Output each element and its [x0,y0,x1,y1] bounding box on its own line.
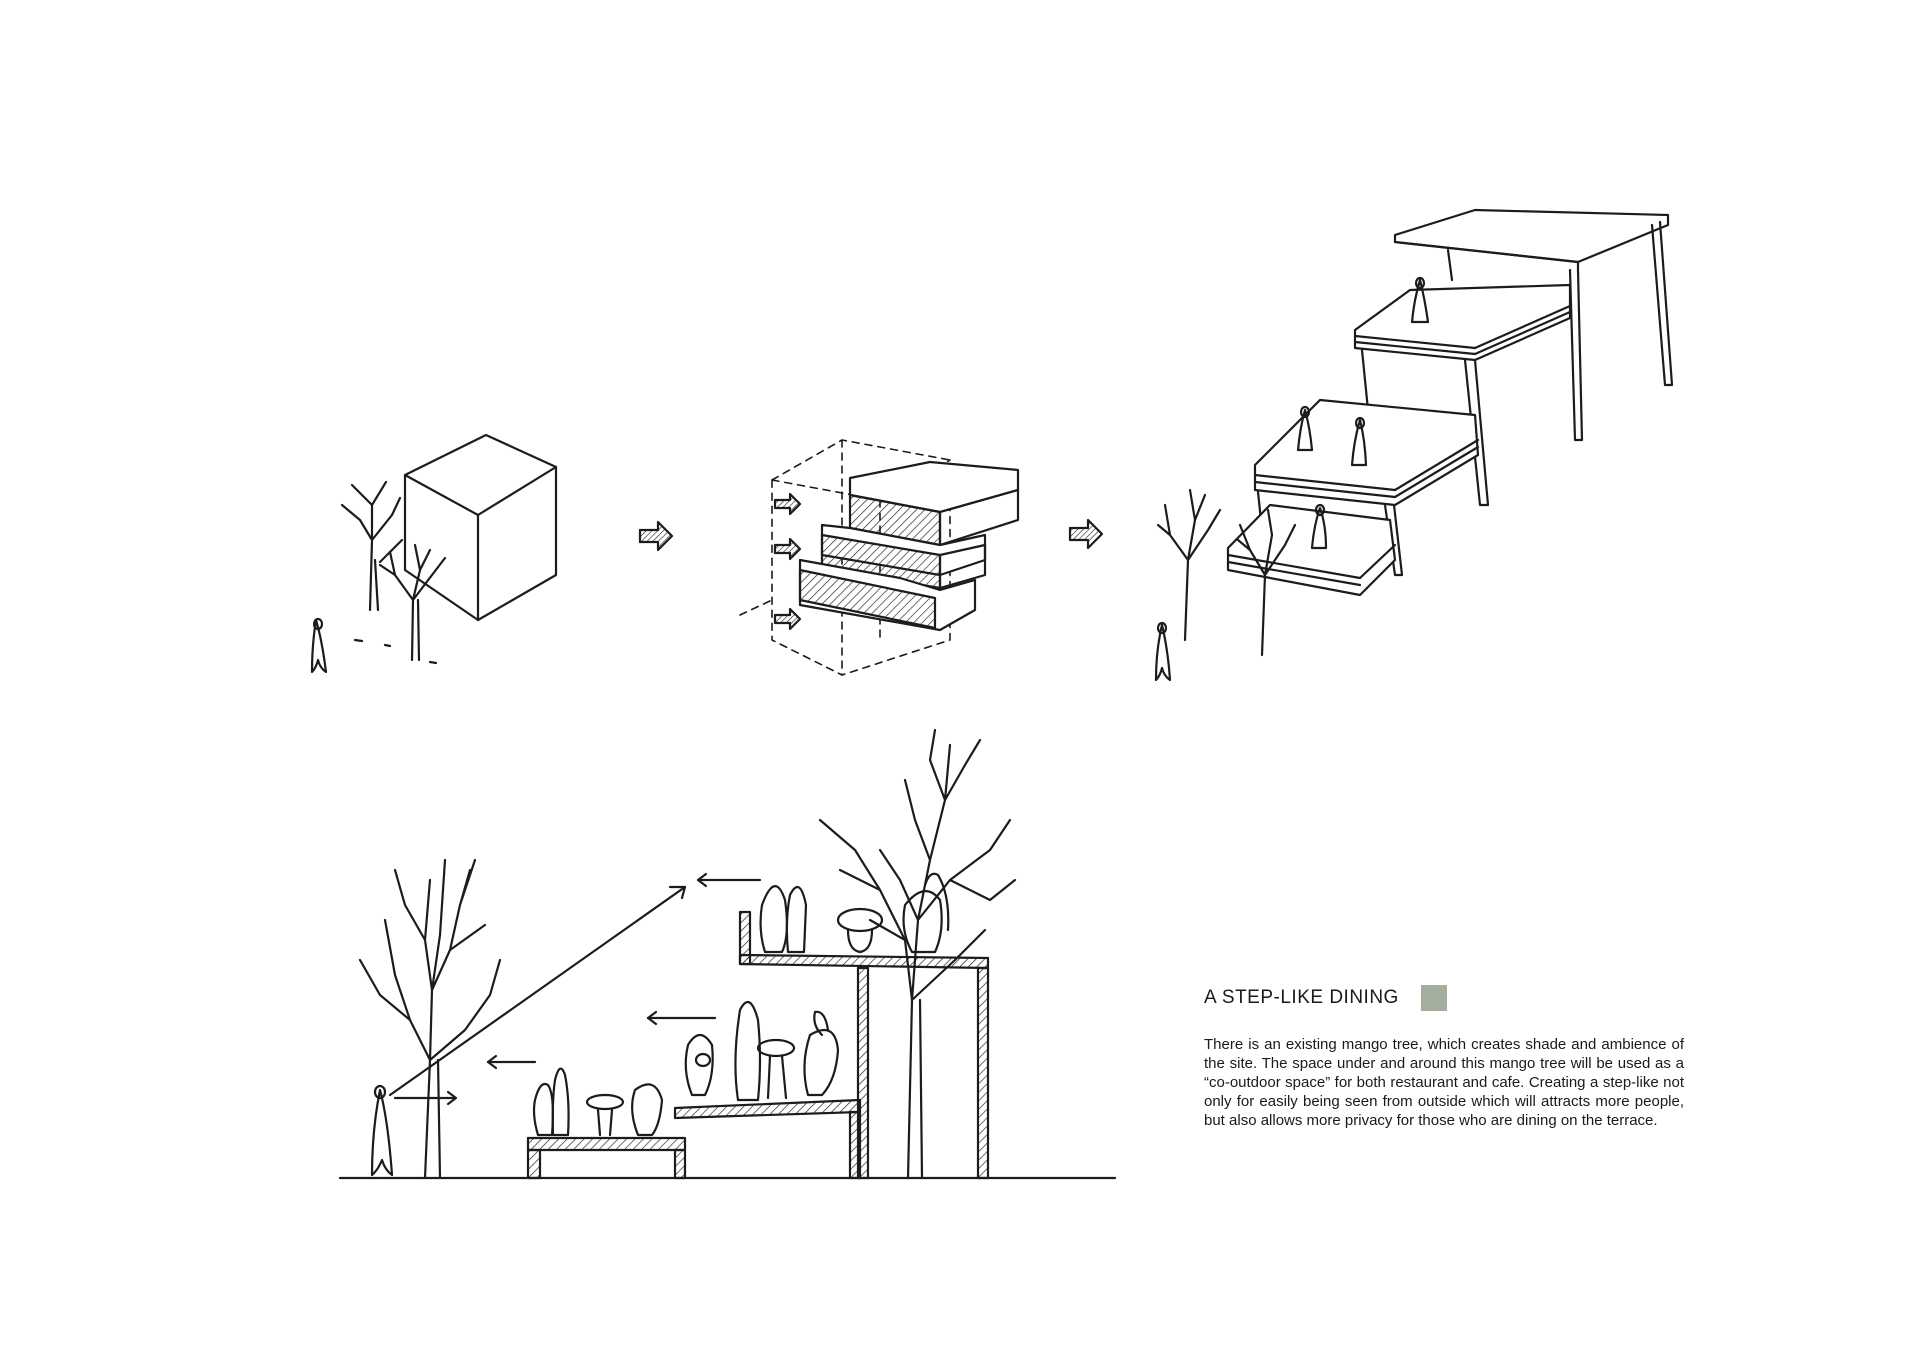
color-swatch [1420,985,1447,1011]
person-figure [1350,416,1368,467]
diner-group [684,1000,840,1102]
diner-group [532,1067,664,1137]
person-figure [1310,503,1328,550]
tree-icon [340,480,404,612]
caption-block: A STEP-LIKE DINING There is an existing … [1204,985,1684,1130]
cube-edge [403,465,558,517]
person-figure [1296,405,1314,452]
sketch-stepped-platforms [1154,208,1674,682]
tree-icon [358,858,502,1180]
person-figure [370,1084,394,1177]
arrow-icon [773,492,802,631]
ground-marks [353,638,438,665]
process-arrow-icon [638,520,674,552]
person-figure [1154,621,1172,682]
tree-icon [378,543,447,662]
caption-body: There is an existing mango tree, which c… [1204,1036,1684,1129]
sketch-stepped-subtraction [739,439,1020,676]
cube-front-face [403,433,558,622]
caption-title: A STEP-LIKE DINING [1204,987,1399,1008]
caption-title-row: A STEP-LIKE DINING [1204,985,1684,1011]
process-arrow-icon [1068,518,1104,550]
sketch-cube-massing [310,433,558,674]
tree-icon [1156,488,1222,642]
tree-icon [1236,508,1297,657]
sketch-section [338,728,1117,1180]
diner-group [759,872,950,954]
person-figure [1410,276,1430,324]
view-arrow-icon [388,872,762,1106]
person-figure [310,617,328,674]
